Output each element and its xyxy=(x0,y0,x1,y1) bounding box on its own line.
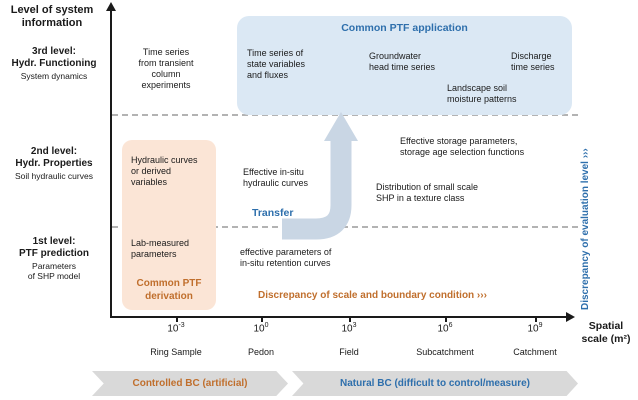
discrepancy-evaluation-label: Discrepancy of evaluation level ››› xyxy=(580,148,591,310)
x-axis-arrow-icon xyxy=(566,312,575,322)
effective-insitu-note: Effective in-situ hydraulic curves xyxy=(243,167,309,188)
level-2-sublabel: Soil hydraulic curves xyxy=(15,171,93,181)
tick-mark xyxy=(176,318,178,322)
tick-label: 109 xyxy=(527,322,543,335)
controlled-bc-label: Controlled BC (artificial) xyxy=(132,378,248,389)
natural-bc-ribbon: Natural BC (difficult to control/measure… xyxy=(292,371,578,396)
tick-label: 100 xyxy=(253,322,269,335)
tick-mark xyxy=(535,318,537,322)
level-1-label: 1st level: PTF prediction xyxy=(19,236,89,259)
tick-name: Field xyxy=(339,347,359,357)
y-axis-arrow-icon xyxy=(106,2,116,11)
x-axis-line xyxy=(110,316,568,318)
level-3-sublabel: System dynamics xyxy=(20,71,88,81)
tick-name: Catchment xyxy=(513,347,557,357)
transfer-label: Transfer xyxy=(252,207,294,219)
x-axis-title: Spatial scale (m²) xyxy=(581,320,631,346)
derivation-box-title: Common PTF derivation xyxy=(136,278,202,302)
level-2-label: 2nd level: Hydr. Properties xyxy=(15,146,93,169)
level-separator-upper xyxy=(112,114,578,116)
application-box-title: Common PTF application xyxy=(341,22,468,34)
natural-bc-label: Natural BC (difficult to control/measure… xyxy=(339,378,530,389)
tick-label: 106 xyxy=(437,322,453,335)
distribution-shp-note: Distribution of small scale SHP in a tex… xyxy=(376,182,479,203)
effective-storage-note: Effective storage parameters, storage ag… xyxy=(400,136,525,157)
controlled-bc-ribbon: Controlled BC (artificial) xyxy=(92,371,288,396)
landscape-moisture-note: Landscape soil moisture patterns xyxy=(447,83,517,104)
tick-mark xyxy=(261,318,263,322)
common-ptf-application-box xyxy=(237,16,572,115)
hydraulic-curves-note: Hydraulic curves or derived variables xyxy=(131,155,198,187)
discharge-note: Discharge time series xyxy=(511,51,555,72)
tick-label: 103 xyxy=(341,322,357,335)
tick-name: Subcatchment xyxy=(416,347,474,357)
column-experiments-note: Time series from transient column experi… xyxy=(138,47,194,90)
effective-params-note: effective parameters of in-situ retentio… xyxy=(240,247,332,268)
tick-name: Pedon xyxy=(247,347,275,357)
level-1-sublabel: Parameters of SHP model xyxy=(27,261,81,282)
y-axis-line xyxy=(110,10,112,318)
tick-label: 10-3 xyxy=(167,322,185,335)
level-3-label: 3rd level: Hydr. Functioning xyxy=(11,46,97,69)
tick-name: Ring Sample xyxy=(150,347,202,357)
common-ptf-derivation-box xyxy=(122,140,216,310)
tick-mark xyxy=(445,318,447,322)
state-variables-note: Time series of state variables and fluxe… xyxy=(247,48,306,80)
tick-mark xyxy=(349,318,351,322)
lab-measured-note: Lab-measured parameters xyxy=(131,238,190,259)
discrepancy-scale-label: Discrepancy of scale and boundary condit… xyxy=(258,290,487,301)
y-axis-title: Level of system information xyxy=(10,4,94,30)
groundwater-note: Groundwater head time series xyxy=(369,51,436,72)
